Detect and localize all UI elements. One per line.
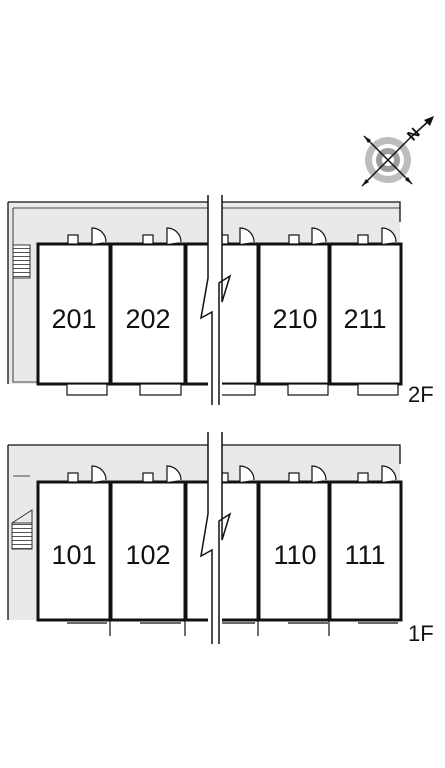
stairs-2f [12, 244, 31, 279]
room-label-110: 110 [273, 540, 316, 570]
room-label-111: 111 [344, 540, 385, 570]
floor-label-2f: 2F [408, 382, 434, 407]
compass-icon: N [361, 116, 434, 187]
room-label-211: 211 [343, 304, 386, 334]
floor-1f-plan [7, 432, 403, 644]
room-label-201: 201 [51, 304, 96, 334]
room-label-202: 202 [125, 304, 170, 334]
room-label-101: 101 [51, 540, 96, 570]
floor-label-1f: 1F [408, 621, 434, 646]
floor-2f-plan [7, 195, 403, 405]
room-label-102: 102 [125, 540, 170, 570]
room-label-210: 210 [272, 304, 317, 334]
stairs-1f [11, 522, 33, 550]
